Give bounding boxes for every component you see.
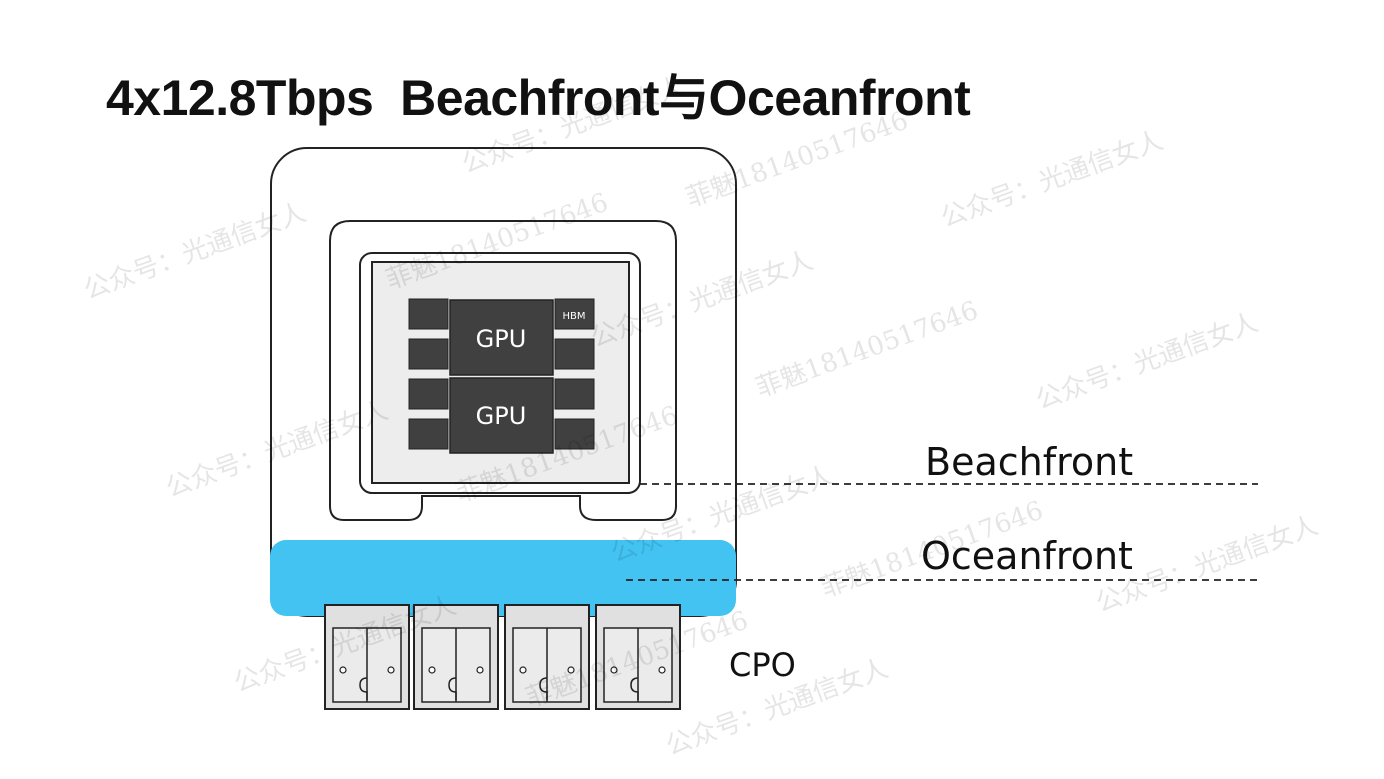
gpu-top [449, 299, 554, 376]
hbm-stack [408, 418, 449, 450]
cpo-pin [339, 666, 347, 674]
cpo-pin [476, 666, 484, 674]
hbm-stack [408, 338, 449, 370]
cpo-fiber [359, 677, 368, 700]
cpo-pin [610, 666, 618, 674]
cpo-pin [567, 666, 575, 674]
hbm-stack [408, 298, 449, 330]
cpo-modules [324, 604, 681, 710]
gpu-bottom [449, 377, 554, 454]
page-title: 4x12.8Tbps Beachfront与Oceanfront [106, 70, 971, 126]
cpo-fiber [448, 677, 457, 700]
hbm-label: HBM [562, 311, 585, 322]
hbm-stack [554, 338, 595, 370]
hbm-stack [554, 298, 595, 330]
gpu-bottom-label: GPU [476, 402, 527, 430]
hbm-stack [408, 378, 449, 410]
hbm-stack [554, 378, 595, 410]
beachfront-label: Beachfront [925, 440, 1133, 484]
oceanfront-band [270, 540, 736, 616]
cpo-fiber [630, 677, 639, 700]
cpo-pin [387, 666, 395, 674]
gpu-top-label: GPU [476, 325, 527, 353]
cpo-fiber [539, 677, 548, 700]
cpo-pin [428, 666, 436, 674]
oceanfront-label: Oceanfront [921, 534, 1133, 578]
cpo-pin [519, 666, 527, 674]
cpo-pin [658, 666, 666, 674]
hbm-stack [554, 418, 595, 450]
cpo-label: CPO [729, 646, 796, 684]
